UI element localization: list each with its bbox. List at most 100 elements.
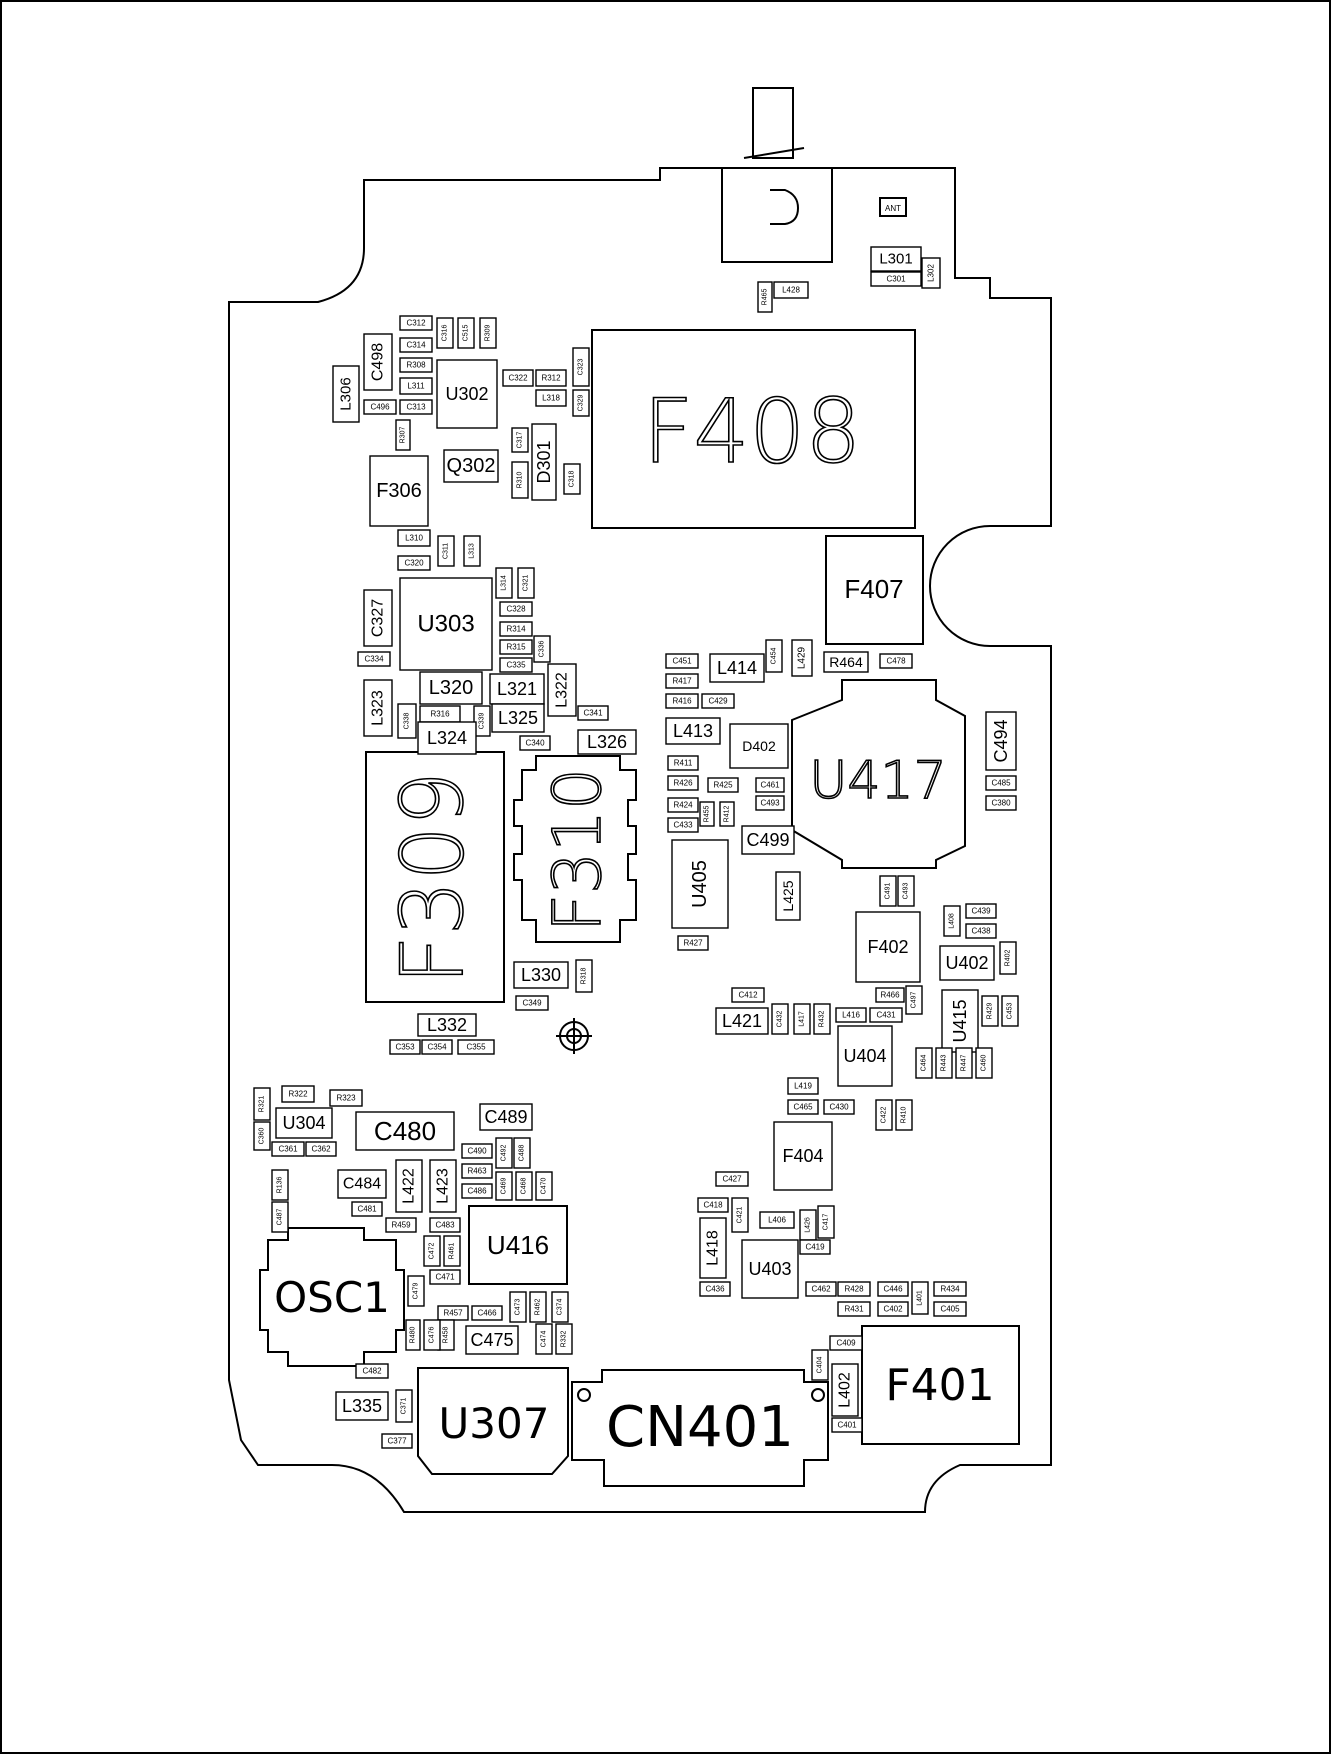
f401-label: F401 xyxy=(885,1360,994,1411)
component-label: C329 xyxy=(578,395,585,412)
component-l324: L324 xyxy=(417,721,477,755)
component-label: L425 xyxy=(780,880,796,911)
f310-outline xyxy=(513,755,637,943)
component-label: C323 xyxy=(578,359,585,376)
component-body xyxy=(799,1239,831,1255)
component-body xyxy=(759,1211,795,1229)
component-c480: C480 xyxy=(355,1111,455,1151)
component-body xyxy=(911,1281,929,1315)
component-label: F402 xyxy=(867,937,908,957)
component-c355: C355 xyxy=(457,1039,495,1055)
component-body xyxy=(515,995,549,1011)
component-label: R443 xyxy=(941,1055,948,1072)
component-label: C494 xyxy=(991,719,1011,762)
component-body xyxy=(933,1281,967,1297)
component-c483: C483 xyxy=(429,1217,461,1233)
component-l325: L325 xyxy=(491,703,545,733)
component-c494: C494 xyxy=(985,711,1017,771)
component-body xyxy=(535,369,567,387)
component-body xyxy=(667,817,699,833)
component-label: L301 xyxy=(879,251,912,268)
component-label: R136 xyxy=(277,1177,284,1194)
component-c418: C418 xyxy=(697,1197,729,1213)
u416-label: U416 xyxy=(487,1230,549,1260)
component-l428: L428 xyxy=(773,281,809,299)
component-body xyxy=(465,1325,519,1355)
component-c432: C432 xyxy=(771,1003,789,1035)
component-body xyxy=(715,1171,749,1187)
component-label: R426 xyxy=(673,779,693,788)
component-c496: C496 xyxy=(363,399,397,415)
component-label: C493 xyxy=(760,799,780,808)
component-body xyxy=(363,399,397,415)
component-l406: L406 xyxy=(759,1211,795,1229)
component-body xyxy=(547,663,577,717)
component-label: C419 xyxy=(805,1243,825,1252)
component-body xyxy=(831,1363,859,1417)
component-label: R416 xyxy=(672,697,692,706)
cn401-hole-right xyxy=(811,1388,825,1402)
component-l421: L421 xyxy=(715,1007,769,1035)
component-label: R424 xyxy=(673,801,693,810)
component-body xyxy=(535,1323,553,1355)
component-label: R322 xyxy=(288,1090,308,1099)
component-label: L401 xyxy=(917,1290,924,1306)
component-label: D301 xyxy=(534,440,554,483)
component-label: R465 xyxy=(762,289,769,306)
component-c489: C489 xyxy=(479,1103,533,1131)
component-r321: R321 xyxy=(253,1087,271,1121)
component-l321: L321 xyxy=(489,673,545,705)
component-label: C432 xyxy=(777,1011,784,1028)
component-label: C474 xyxy=(541,1331,548,1348)
component-body xyxy=(729,723,789,769)
component-label: L324 xyxy=(427,728,467,748)
component-c338: C338 xyxy=(397,703,417,739)
component-label: C482 xyxy=(362,1367,382,1376)
component-body xyxy=(511,427,529,453)
component-r455: R455 xyxy=(699,801,715,827)
component-label: C480 xyxy=(374,1116,436,1146)
component-body xyxy=(671,839,729,929)
component-body xyxy=(253,1121,271,1151)
component-body xyxy=(697,1197,729,1213)
component-c405: C405 xyxy=(933,1301,967,1317)
component-c353: C353 xyxy=(389,1039,421,1055)
component-body xyxy=(471,1305,503,1321)
component-r411: R411 xyxy=(667,755,699,771)
component-body xyxy=(519,735,551,751)
component-label: R425 xyxy=(713,781,733,790)
component-label: R434 xyxy=(940,1285,960,1294)
component-label: L332 xyxy=(427,1015,467,1035)
component-label: C409 xyxy=(836,1339,856,1348)
component-r314: R314 xyxy=(499,621,533,637)
component-label: C499 xyxy=(746,830,789,850)
component-label: L313 xyxy=(469,543,476,559)
component-label: C404 xyxy=(817,1357,824,1374)
f407-label: F407 xyxy=(844,574,903,604)
component-c492: C492 xyxy=(495,1137,513,1169)
component-label: F404 xyxy=(782,1146,823,1166)
component-label: C488 xyxy=(519,1145,526,1162)
component-r480: R480 xyxy=(405,1319,421,1351)
component-label: C334 xyxy=(364,655,384,664)
component-label: R457 xyxy=(443,1309,463,1318)
component-l323: L323 xyxy=(363,679,393,737)
component-label: C371 xyxy=(401,1398,408,1415)
component-label: R459 xyxy=(391,1221,411,1230)
component-body xyxy=(667,755,699,771)
component-c421: C421 xyxy=(731,1197,749,1233)
component-body xyxy=(423,1319,441,1351)
component-body xyxy=(773,281,809,299)
component-c462: C462 xyxy=(805,1281,837,1297)
component-body xyxy=(443,1235,461,1267)
component-c371: C371 xyxy=(395,1389,413,1423)
component-f404: F404 xyxy=(773,1121,833,1191)
component-label: C341 xyxy=(583,709,603,718)
component-body xyxy=(935,1047,953,1079)
component-body xyxy=(479,1103,533,1131)
component-body xyxy=(823,1099,855,1115)
u417-outline xyxy=(791,679,966,869)
component-label: L406 xyxy=(768,1216,786,1225)
